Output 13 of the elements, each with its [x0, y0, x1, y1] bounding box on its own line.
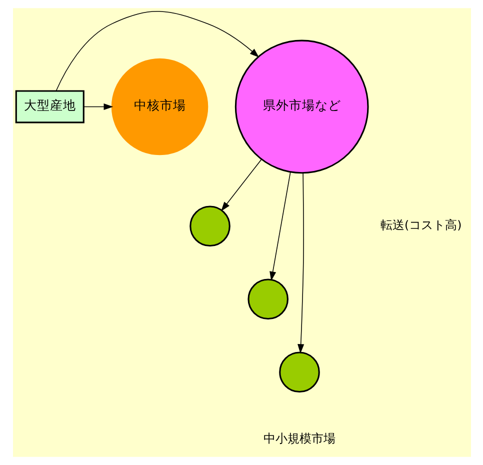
- node-circle: [247, 278, 288, 320]
- label: 転送(コスト高): [380, 218, 462, 232]
- arrow: [220, 158, 262, 212]
- node-circle: 県外市場など: [234, 40, 368, 174]
- node-box: 大型産地: [14, 90, 84, 124]
- arrow: [297, 172, 304, 354]
- arrow: [82, 103, 113, 110]
- arrow: [269, 171, 290, 281]
- node-circle: [278, 352, 320, 393]
- node-circle: [189, 206, 230, 247]
- label: 中小規模市場: [262, 431, 335, 446]
- node-circle: 中核市場: [110, 58, 208, 156]
- arrow: [55, 11, 259, 92]
